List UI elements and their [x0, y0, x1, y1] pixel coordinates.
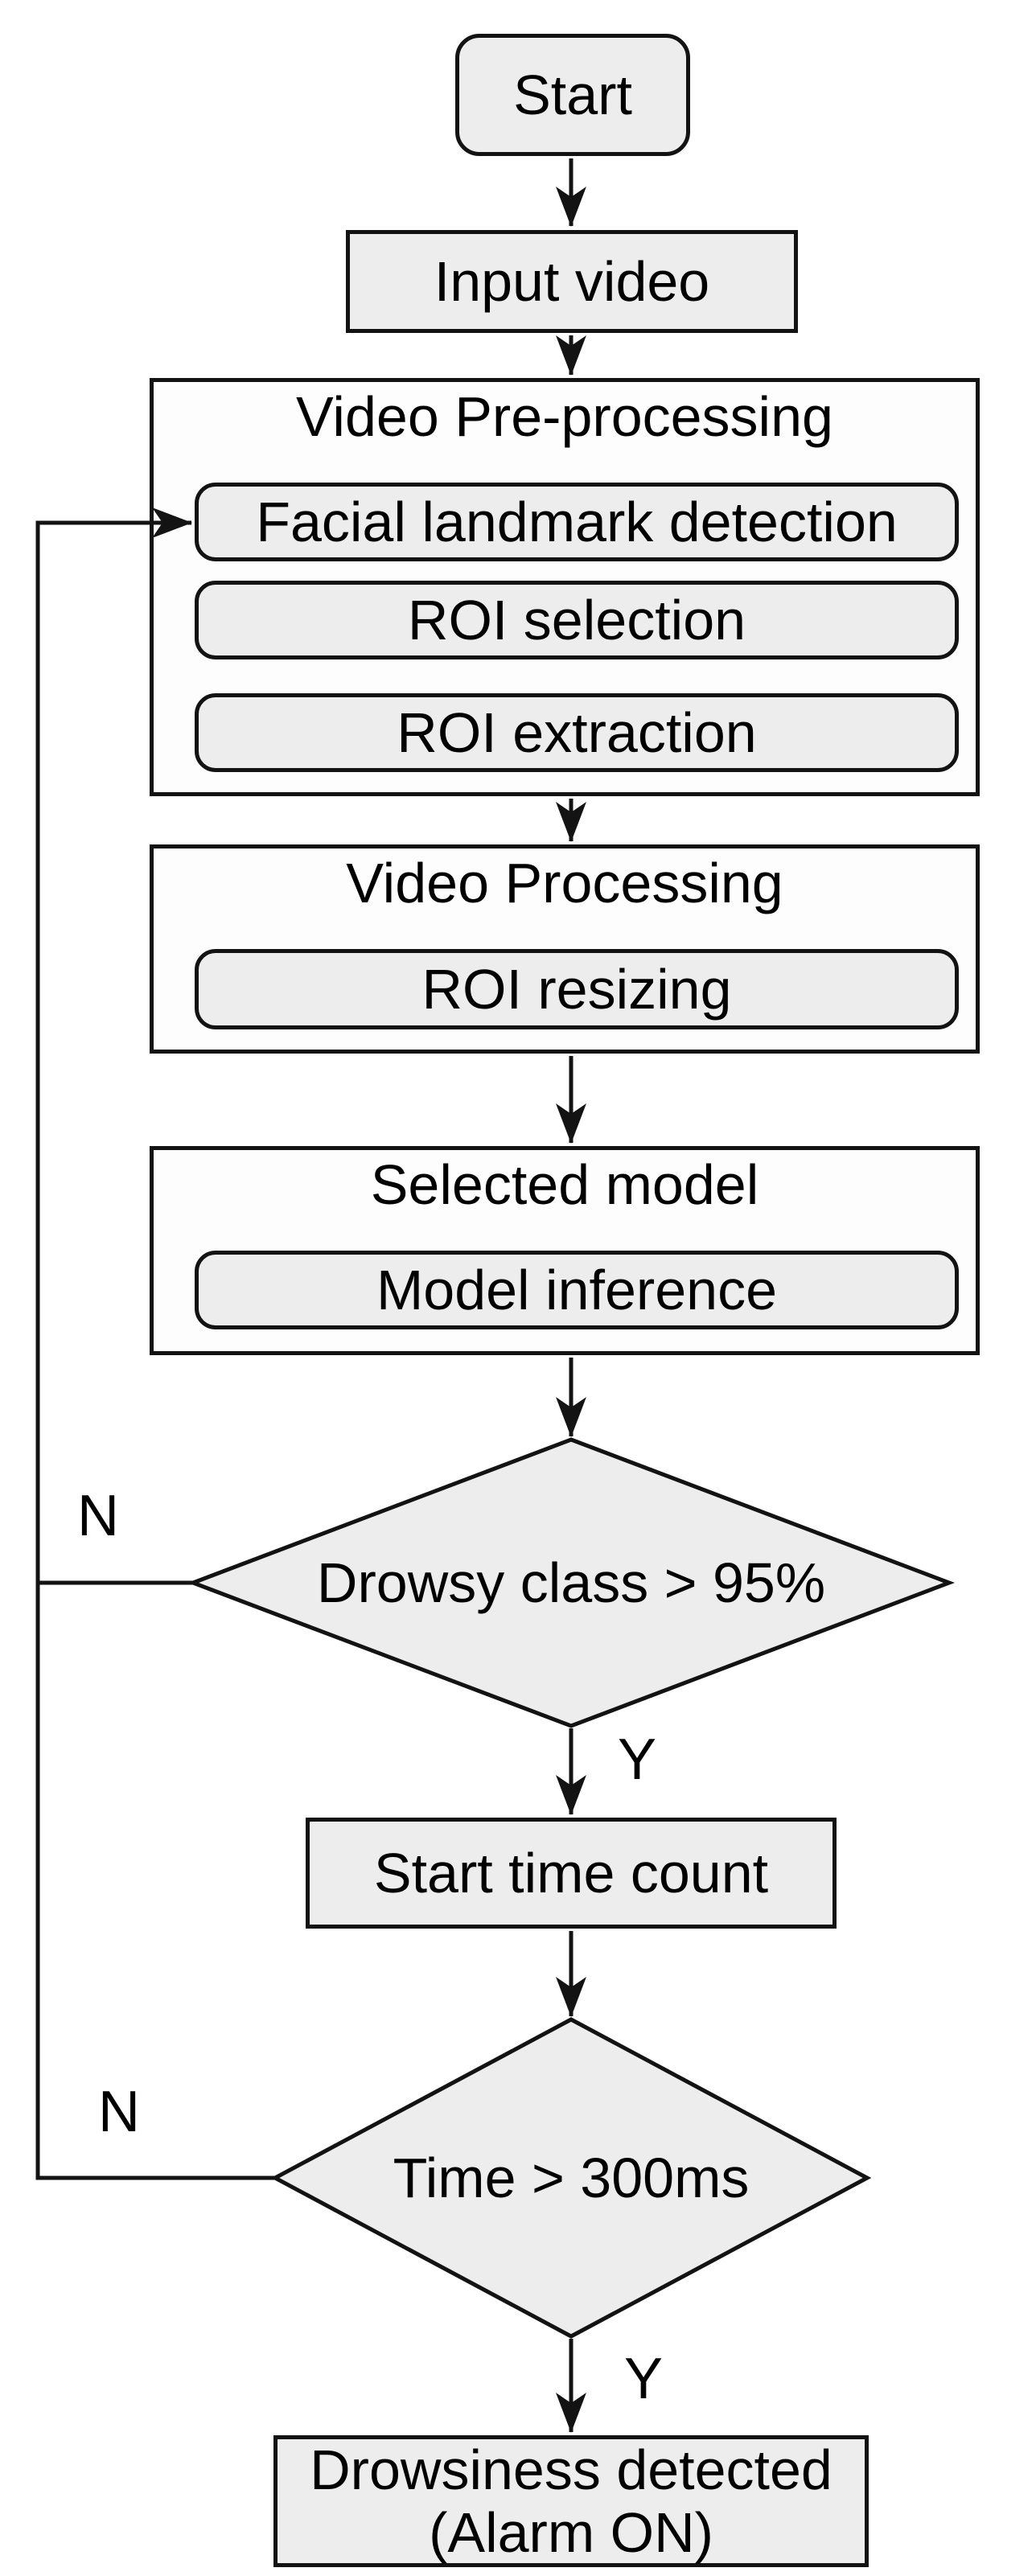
selected-model-title: Selected model	[370, 1153, 759, 1216]
decision-time-no-label: N	[98, 2080, 140, 2144]
step-facial-landmark-detection: Facial landmark detection	[195, 483, 959, 561]
start-time-count-node: Start time count	[306, 1818, 837, 1929]
input-video-node: Input video	[346, 230, 798, 333]
roi-extraction-label: ROI extraction	[397, 700, 757, 764]
facial-landmark-detection-label: Facial landmark detection	[256, 490, 898, 553]
step-model-inference: Model inference	[195, 1251, 959, 1329]
decision-drowsy-no-label: N	[77, 1484, 119, 1548]
input-video-label: Input video	[434, 249, 710, 313]
video-preprocessing-title: Video Pre-processing	[296, 385, 833, 448]
model-inference-label: Model inference	[376, 1258, 778, 1321]
roi-selection-label: ROI selection	[407, 588, 746, 651]
decision-time-label: Time > 300ms	[393, 2147, 750, 2209]
step-roi-extraction: ROI extraction	[195, 693, 959, 772]
step-roi-selection: ROI selection	[195, 581, 959, 659]
roi-resizing-label: ROI resizing	[421, 957, 732, 1021]
video-processing-title: Video Processing	[346, 852, 783, 914]
drowsiness-detected-node: Drowsiness detected (Alarm ON)	[273, 2435, 869, 2567]
decision-drowsy-label: Drowsy class > 95%	[316, 1551, 826, 1614]
start-node: Start	[455, 34, 690, 156]
decision-time-yes-label: Y	[623, 2347, 664, 2411]
start-time-count-label: Start time count	[373, 1841, 769, 1904]
step-roi-resizing: ROI resizing	[195, 949, 959, 1029]
drowsiness-detected-line1: Drowsiness detected	[310, 2438, 832, 2501]
start-label: Start	[513, 63, 632, 126]
decision-drowsy-yes-label: Y	[617, 1728, 657, 1792]
drowsiness-detected-line2: (Alarm ON)	[429, 2501, 713, 2564]
